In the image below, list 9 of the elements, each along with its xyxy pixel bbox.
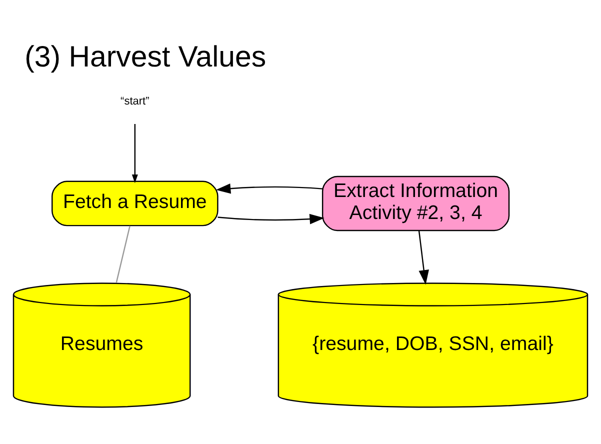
arrow xyxy=(218,213,324,224)
node-text: “start” xyxy=(120,94,150,107)
arrow xyxy=(418,230,429,284)
diagram-title: (3) Harvest Values xyxy=(24,40,266,73)
node-box: Extract Information Activity #2, 3, 4 xyxy=(322,175,510,231)
arrow xyxy=(132,123,138,183)
arrow xyxy=(216,182,323,194)
connector xyxy=(116,225,130,282)
node-box: Fetch a Resume xyxy=(52,180,218,226)
